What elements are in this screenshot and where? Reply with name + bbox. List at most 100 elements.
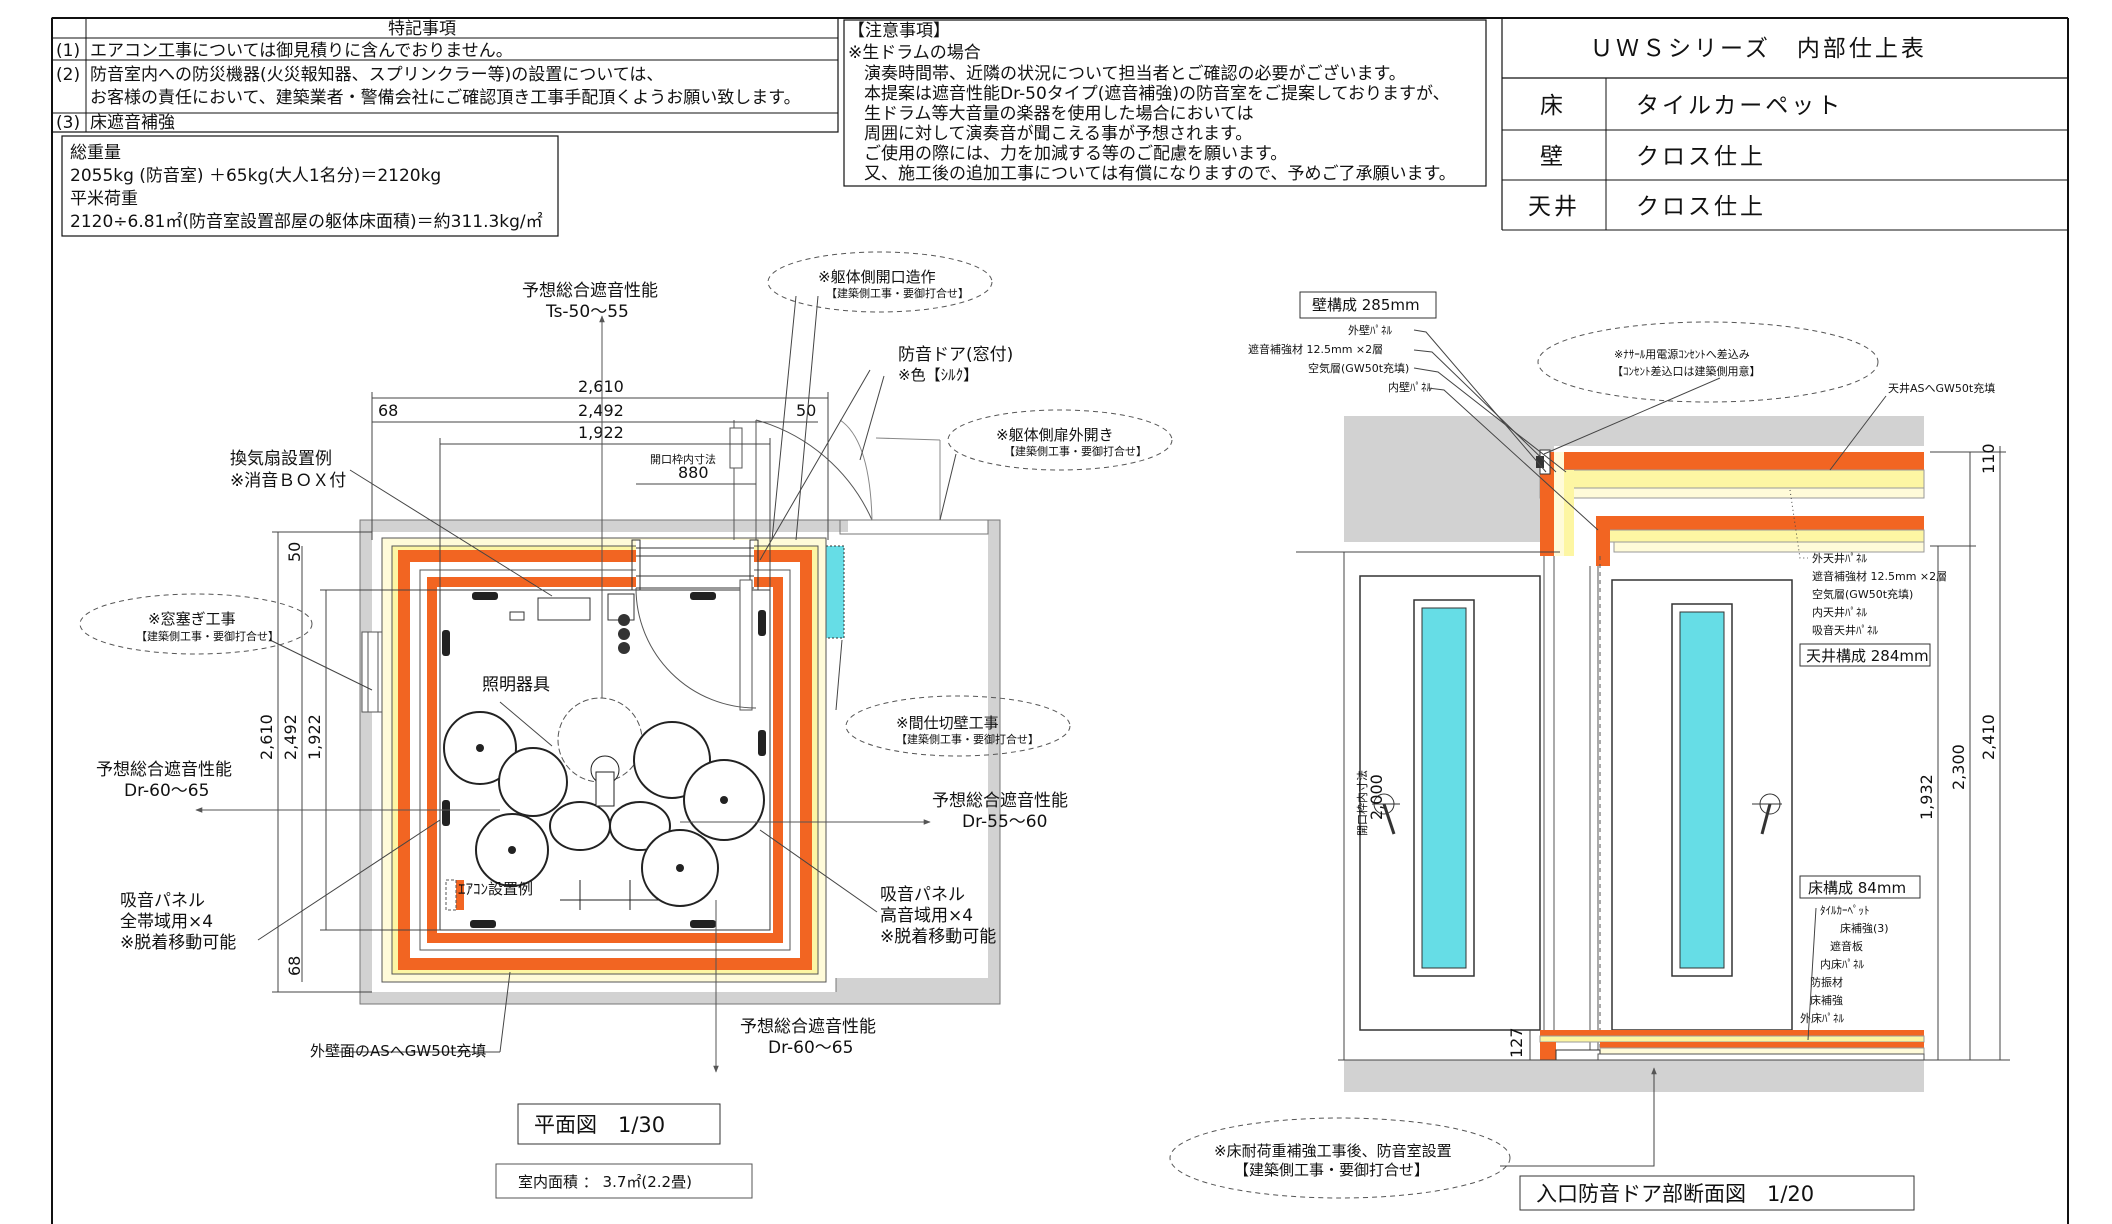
section-height-inner: 2,300 bbox=[1949, 744, 1968, 790]
bubble-opening: ※躯体側開口造作 【建築側工事・要御打合せ】 bbox=[767, 251, 993, 313]
lighting-label: 照明器具 bbox=[482, 675, 550, 695]
dim-top-offset: 50 bbox=[285, 542, 304, 562]
svg-text:※躯体側扉外開き: ※躯体側扉外開き bbox=[996, 426, 1114, 444]
perf-bottom-label: 予想総合遮音性能 bbox=[740, 1017, 876, 1037]
wall-layer-1: 外壁ﾊﾟﾈﾙ bbox=[1348, 323, 1392, 337]
svg-text:※床耐荷重補強工事後、防音室設置: ※床耐荷重補強工事後、防音室設置 bbox=[1214, 1142, 1452, 1160]
svg-text:【建築側工事・要御打合せ】: 【建築側工事・要御打合せ】 bbox=[1004, 444, 1147, 458]
note-2-text-cont: お客様の責任において、建築業者・警備会社にご確認頂き工事手配頂くようお願い致しま… bbox=[90, 88, 801, 108]
plan-title: 平面図 1/30 bbox=[534, 1113, 665, 1137]
dim-width-total: 2,610 bbox=[578, 377, 624, 396]
exterior-note: 外壁面のASへGW50t充填 bbox=[310, 1042, 486, 1060]
perf-top-label: 予想総合遮音性能 bbox=[522, 281, 658, 301]
bubble-window: ※窓塞ぎ工事 【建築側工事・要御打合せ】 bbox=[79, 593, 313, 655]
wall-layer-4: 内壁ﾊﾟﾈﾙ bbox=[1388, 380, 1432, 394]
dim-height-inner: 2,492 bbox=[281, 714, 300, 760]
dim-height-total: 2,610 bbox=[257, 714, 276, 760]
notes-header: 特記事項 bbox=[388, 19, 456, 39]
floor-plan: 2,610 2,492 1,922 880 開口枠内寸法 68 50 2,610… bbox=[79, 251, 1173, 1199]
section-door-h: 1,932 bbox=[1917, 774, 1936, 820]
svg-text:※躯体側開口造作: ※躯体側開口造作 bbox=[818, 268, 936, 286]
wall-title: 壁構成 285mm bbox=[1312, 296, 1420, 314]
weight-value: 2055kg (防音室) ＋65kg(大人1名分)＝2120kg bbox=[70, 166, 441, 186]
bubble-door-out: ※躯体側扉外開き 【建築側工事・要御打合せ】 bbox=[947, 409, 1173, 471]
svg-text:※ﾅｻｰﾙ用電源ｺﾝｾﾝﾄへ差込み: ※ﾅｻｰﾙ用電源ｺﾝｾﾝﾄへ差込み bbox=[1614, 347, 1750, 361]
plan-opening-label: 開口枠内寸法 bbox=[650, 452, 716, 466]
caution-subtitle: ※生ドラムの場合 bbox=[848, 43, 981, 63]
ceiling-title: 天井構成 284mm bbox=[1806, 647, 1929, 665]
dim-width-inner: 2,492 bbox=[578, 401, 624, 420]
section-title: 入口防音ドア部断面図 1/20 bbox=[1536, 1182, 1814, 1206]
svg-text:【ｺﾝｾﾝﾄ差込口は建築側用意】: 【ｺﾝｾﾝﾄ差込口は建築側用意】 bbox=[1612, 364, 1761, 378]
panel-right-note: ※脱着移動可能 bbox=[880, 927, 996, 947]
load-label: 平米荷重 bbox=[70, 189, 138, 209]
floor-layer-7: 外床ﾊﾟﾈﾙ bbox=[1800, 1011, 1844, 1025]
perf-bottom-value: Dr-60～65 bbox=[768, 1038, 853, 1058]
svg-text:【建築側工事・要御打合せ】: 【建築側工事・要御打合せ】 bbox=[826, 286, 969, 300]
door-label: 防音ドア(窓付) bbox=[898, 345, 1013, 365]
caution-line-3: 生ドラム等大音量の楽器を使用した場合においては bbox=[864, 103, 1254, 124]
finish-title: ＵＷＳシリーズ 内部仕上表 bbox=[1590, 36, 1927, 62]
weight-box: 総重量 2055kg (防音室) ＋65kg(大人1名分)＝2120kg 平米荷… bbox=[61, 135, 559, 237]
caution-title: 【注意事項】 bbox=[848, 21, 950, 41]
ceiling-fill-note: 天井ASへGW50t充填 bbox=[1888, 381, 1995, 395]
section-ceil-dim: 110 bbox=[1979, 443, 1998, 474]
bubble-floor-note: ※床耐荷重補強工事後、防音室設置 【建築側工事・要御打合せ】 bbox=[1169, 1117, 1511, 1199]
note-1-text: エアコン工事については御見積りに含んでおりません。 bbox=[90, 41, 513, 61]
dim-right-offset: 50 bbox=[796, 401, 816, 420]
perf-right-label: 予想総合遮音性能 bbox=[932, 791, 1068, 811]
note-2-num: (2) bbox=[56, 65, 80, 85]
section-view: 2,000 開口枠内寸法 110 1,932 2,300 2,410 127 壁… bbox=[1169, 291, 2010, 1211]
weight-label: 総重量 bbox=[70, 143, 121, 163]
section-dimensions bbox=[1296, 446, 2010, 1061]
dim-height-room: 1,922 bbox=[305, 714, 324, 760]
note-1-num: (1) bbox=[56, 41, 80, 61]
perf-top-value: Ts-50～55 bbox=[545, 302, 629, 322]
panel-left-note: ※脱着移動可能 bbox=[120, 933, 236, 953]
caution-box: 【注意事項】 ※生ドラムの場合 演奏時間帯、近隣の状況について担当者とご確認の必… bbox=[843, 19, 1487, 187]
floor-layer-6: 床補強 bbox=[1810, 993, 1843, 1007]
finish-ceiling-value: クロス仕上 bbox=[1636, 194, 1766, 220]
section-floor-dim: 127 bbox=[1507, 1027, 1526, 1058]
floor-layer-3: 遮音板 bbox=[1830, 939, 1863, 953]
ceiling-layer-3: 空気層(GW50t充填) bbox=[1812, 587, 1913, 601]
perf-left-label: 予想総合遮音性能 bbox=[96, 760, 232, 780]
caution-line-4: 周囲に対して演奏音が聞こえる事が予想されます。 bbox=[864, 124, 1252, 144]
load-value: 2120÷6.81㎡(防音室設置部屋の躯体床面積)＝約311.3kg/㎡ bbox=[70, 212, 543, 232]
svg-text:【建築側工事・要御打合せ】: 【建築側工事・要御打合せ】 bbox=[1234, 1161, 1429, 1179]
floor-layer-4: 内床ﾊﾟﾈﾙ bbox=[1820, 957, 1864, 971]
ceiling-layer-1: 外天井ﾊﾟﾈﾙ bbox=[1812, 551, 1867, 565]
floor-layer-5: 防振材 bbox=[1810, 975, 1843, 989]
bubble-outlet: ※ﾅｻｰﾙ用電源ｺﾝｾﾝﾄへ差込み 【ｺﾝｾﾝﾄ差込口は建築側用意】 bbox=[1537, 321, 1879, 403]
note-3-text: 床遮音補強 bbox=[90, 113, 175, 133]
svg-text:※間仕切壁工事: ※間仕切壁工事 bbox=[896, 714, 999, 732]
panel-right-label: 吸音パネル bbox=[880, 885, 965, 905]
section-opening-h: 2,000 bbox=[1367, 774, 1386, 820]
note-2-text: 防音室内への防災機器(火災報知器、スプリンクラー等)の設置については、 bbox=[90, 65, 663, 85]
caution-line-2: 本提案は遮音性能Dr-50タイプ(遮音補強)の防音室をご提案しておりますが、 bbox=[864, 84, 1450, 104]
ceiling-layer-2: 遮音補強材 12.5mm ×2層 bbox=[1812, 569, 1947, 583]
plan-arrows bbox=[195, 315, 931, 1073]
plan-area: 室内面積 ： 3.7㎡(2.2畳) bbox=[518, 1173, 692, 1191]
wall-layer-2: 遮音補強材 12.5mm ×2層 bbox=[1248, 342, 1383, 356]
floor-layer-2: 床補強(3) bbox=[1840, 921, 1889, 935]
section-opening-label: 開口枠内寸法 bbox=[1355, 770, 1369, 836]
caution-line-5: ご使用の際には、力を加減する等のご配慮を願います。 bbox=[864, 143, 1287, 164]
drum-kit bbox=[443, 711, 765, 910]
finish-wall-label: 壁 bbox=[1540, 144, 1566, 170]
bubble-partition: ※間仕切壁工事 【建築側工事・要御打合せ】 bbox=[845, 695, 1071, 757]
finish-floor-value: タイルカーペット bbox=[1636, 93, 1843, 119]
perf-right-value: Dr-55～60 bbox=[962, 812, 1047, 832]
perf-left-value: Dr-60～65 bbox=[124, 781, 209, 801]
ceiling-layer-5: 吸音天井ﾊﾟﾈﾙ bbox=[1812, 623, 1878, 637]
dim-bottom-offset: 68 bbox=[285, 956, 304, 976]
panel-left-type: 全帯域用×4 bbox=[120, 912, 213, 932]
aircon-label: ｴｱｺﾝ設置例 bbox=[458, 880, 533, 898]
caution-line-6: 又、施工後の追加工事については有償になりますので、予めご了承願います。 bbox=[864, 164, 1456, 184]
floor-title: 床構成 84mm bbox=[1808, 879, 1906, 897]
wall-layer-3: 空気層(GW50t充填) bbox=[1308, 361, 1409, 375]
dim-width-room: 1,922 bbox=[578, 423, 624, 442]
dim-left-offset: 68 bbox=[378, 401, 398, 420]
finish-floor-label: 床 bbox=[1540, 93, 1566, 119]
door-color: ※色【ｼﾙｸ】 bbox=[898, 366, 978, 384]
